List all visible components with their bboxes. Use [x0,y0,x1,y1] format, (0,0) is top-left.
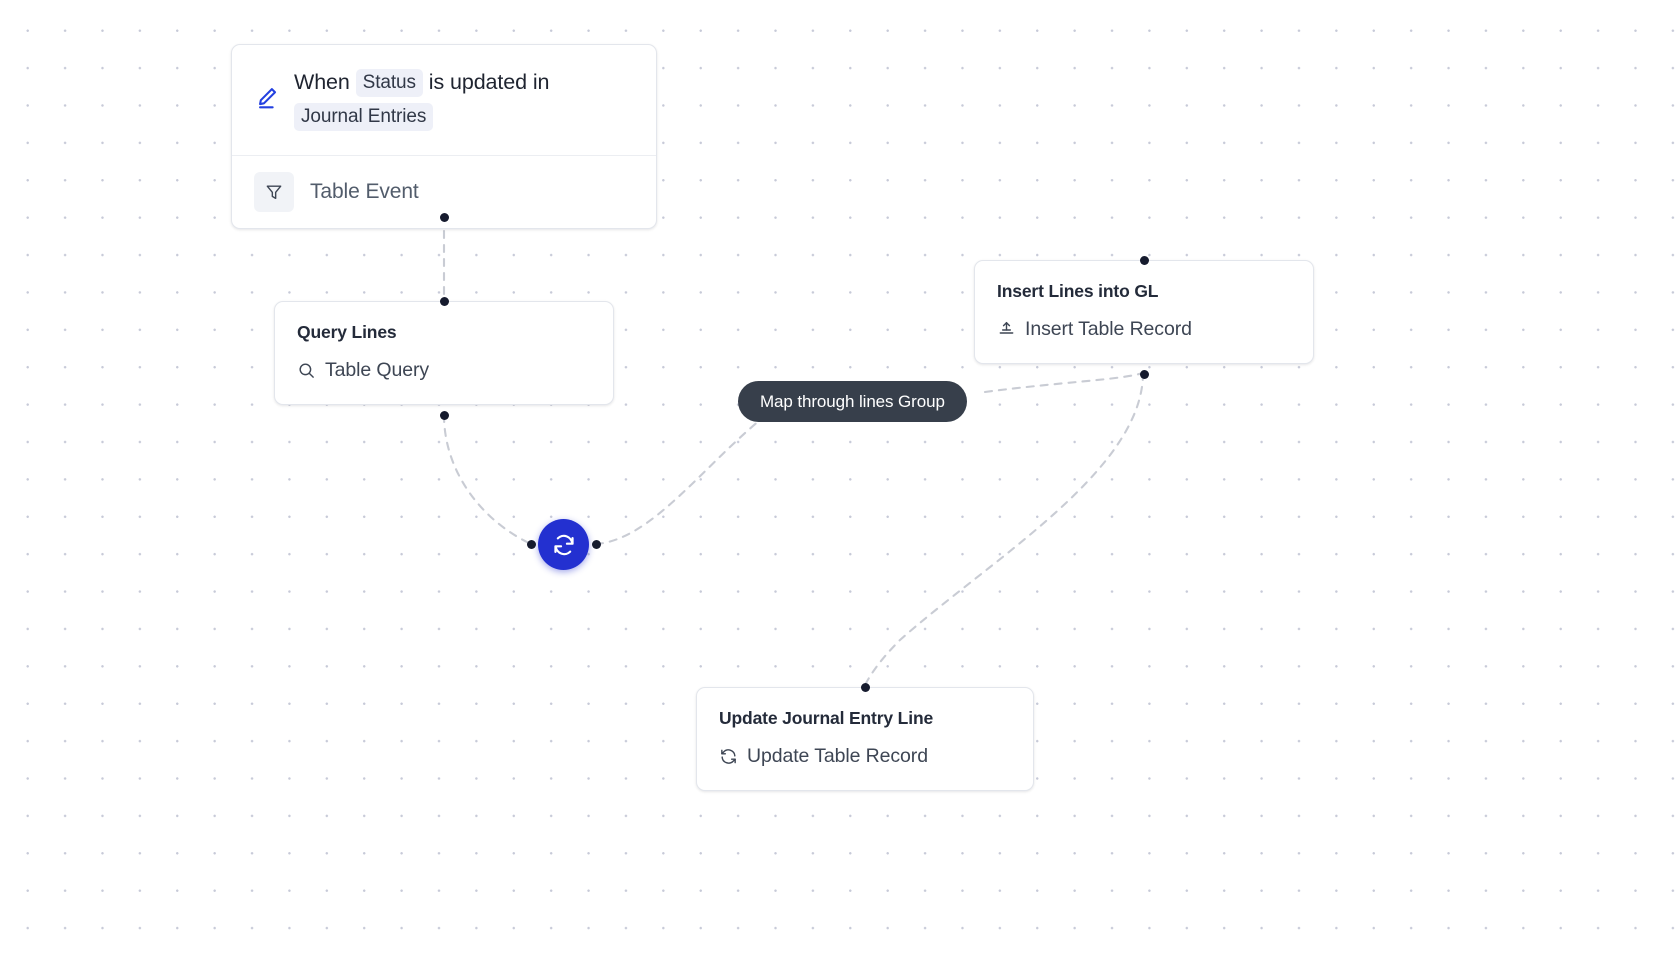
port-loop-in[interactable] [527,540,536,549]
port-trigger-out[interactable] [440,213,449,222]
port-query-out[interactable] [440,411,449,420]
node-action-label: Table Query [325,359,430,381]
node-action-row: Table Query [297,359,591,382]
filter-icon [266,185,282,200]
refresh-icon [721,749,736,764]
upload-icon [999,321,1014,334]
port-insert-in[interactable] [1140,256,1149,265]
edge-query-to-loop [442,413,533,546]
port-query-in[interactable] [440,297,449,306]
port-loop-out[interactable] [592,540,601,549]
trigger-field-chip[interactable]: Status [355,69,423,97]
node-action-label: Update Table Record [747,745,928,767]
trigger-header: When Status is updated in Journal Entrie… [232,45,656,156]
node-title: Update Journal Entry Line [719,708,934,728]
node-update-journal-entry-line[interactable]: Update Journal Entry Line Update Table R… [696,683,1034,791]
trigger-table-chip[interactable]: Journal Entries [294,103,434,131]
loop-node[interactable] [538,519,589,570]
node-title: Query Lines [297,322,397,342]
trigger-node[interactable]: When Status is updated in Journal Entrie… [231,44,657,229]
node-action-row: Insert Table Record [997,318,1291,341]
node-query-lines[interactable]: Query Lines Table Query [274,297,614,420]
trigger-text-before: When [294,70,350,94]
filter-icon-wrapper [254,172,294,212]
trigger-description: When Status is updated in Journal Entrie… [294,65,624,133]
group-label-text: Map through lines Group [760,391,945,411]
trigger-subtype-label: Table Event [310,180,419,203]
port-insert-out[interactable] [1140,370,1149,379]
node-action-row: Update Table Record [719,745,1011,768]
node-insert-lines-into-gl[interactable]: Insert Lines into GL Insert Table Record [974,256,1314,379]
loop-refresh-icon [553,534,574,555]
trigger-text-middle: is updated in [428,70,550,94]
group-label-pill[interactable]: Map through lines Group [738,381,967,422]
node-action-label: Insert Table Record [1025,318,1192,340]
pen-edit-icon [259,88,277,109]
search-icon [299,363,314,378]
trigger-subtype-row[interactable]: Table Event [232,156,656,228]
edge-group-to-insert [983,371,1145,394]
node-title: Insert Lines into GL [997,281,1159,301]
edge-loop-to-group [594,418,762,546]
port-update-in[interactable] [861,683,870,692]
